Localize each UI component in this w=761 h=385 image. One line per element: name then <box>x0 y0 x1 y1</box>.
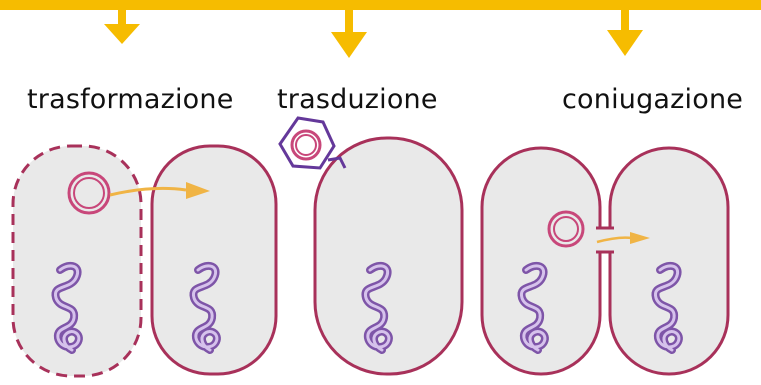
conjugation-recipient-cell <box>610 148 728 374</box>
down-arrow-icon <box>607 8 643 56</box>
top-bar <box>0 0 761 10</box>
down-arrow-icon <box>331 8 367 58</box>
label-conjugation: coniugazione <box>562 84 743 115</box>
label-transformation: trasformazione <box>27 84 234 115</box>
down-arrow-icon <box>104 8 140 44</box>
label-transduction: trasduzione <box>277 84 438 115</box>
